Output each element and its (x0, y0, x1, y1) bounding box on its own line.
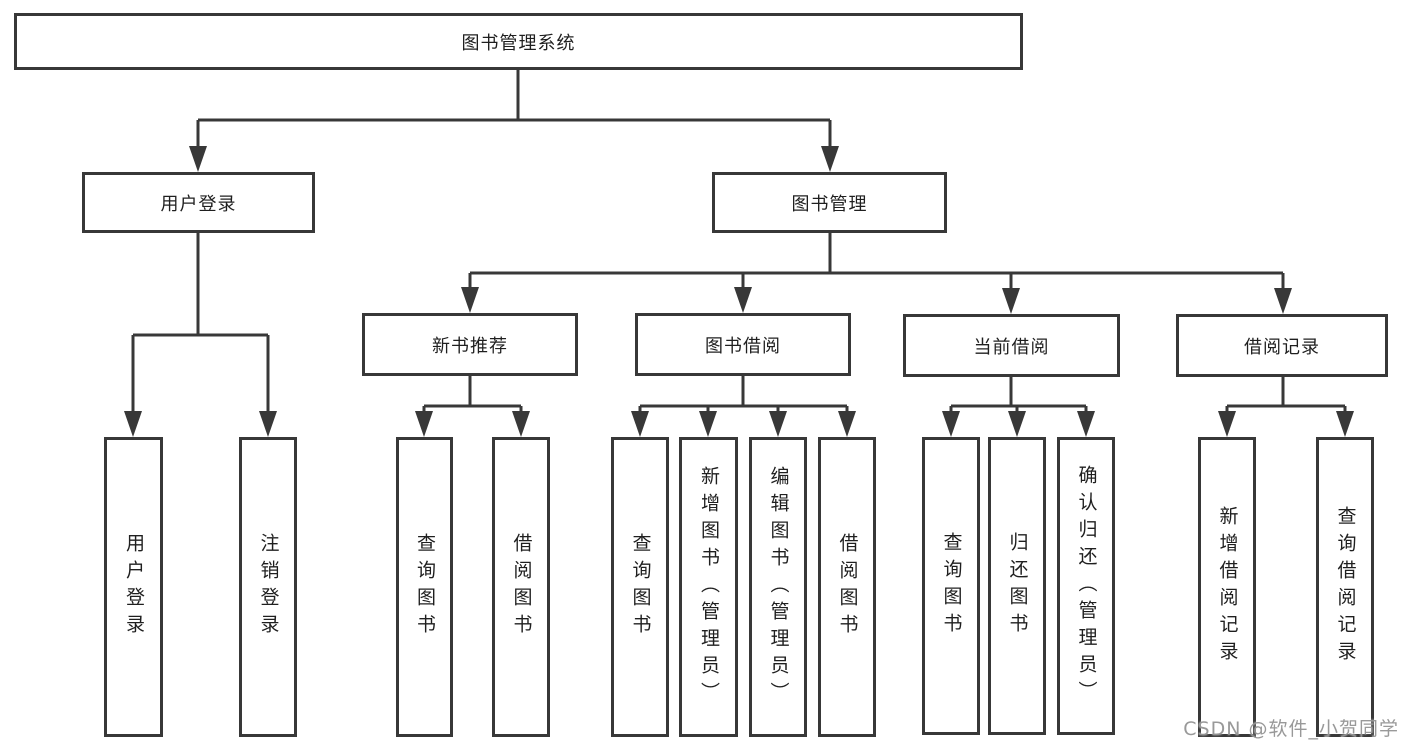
node-label: 新增借阅记录 (1216, 506, 1239, 668)
node-borrowing-records: 借阅记录 (1176, 314, 1388, 377)
node-label: 图书借阅 (705, 335, 781, 357)
node-label: 查询图书 (414, 533, 436, 641)
node-label: 借阅记录 (1244, 336, 1320, 358)
node-label: 图书管理 (791, 193, 868, 215)
node-new-book-recommend: 新书推荐 (362, 313, 578, 376)
node-leaf-add-borrow-record: 新增借阅记录 (1198, 437, 1256, 737)
node-leaf-edit-books-admin: 编辑图书（管理员） (749, 437, 807, 737)
node-leaf-logout: 注销登录 (239, 437, 297, 737)
node-label: 新增图书（管理员） (698, 465, 720, 709)
node-leaf-query-borrow-record: 查询借阅记录 (1316, 437, 1374, 737)
node-label: 查询借阅记录 (1334, 506, 1357, 668)
node-leaf-query-books-current: 查询图书 (922, 437, 980, 735)
node-label: 借阅图书 (510, 533, 533, 641)
node-leaf-add-books-admin: 新增图书（管理员） (679, 437, 738, 737)
node-label: 注销登录 (257, 533, 280, 641)
node-label: 用户登录 (123, 533, 145, 641)
node-leaf-user-login: 用户登录 (104, 437, 163, 737)
node-leaf-return-books: 归还图书 (988, 437, 1046, 735)
node-leaf-borrow-books: 借阅图书 (818, 437, 876, 737)
node-label: 图书管理系统 (461, 32, 576, 54)
node-leaf-borrow-books-recommend: 借阅图书 (492, 437, 550, 737)
node-label: 查询图书 (629, 533, 652, 641)
csdn-watermark: CSDN @软件_小贺同学 (1183, 718, 1399, 740)
node-book-borrowing: 图书借阅 (635, 313, 851, 376)
node-leaf-confirm-return-admin: 确认归还（管理员） (1057, 437, 1115, 735)
node-label: 归还图书 (1006, 532, 1029, 640)
arrowhead-icons (124, 146, 1354, 437)
node-label: 借阅图书 (836, 533, 859, 641)
node-leaf-query-books-recommend: 查询图书 (396, 437, 453, 737)
node-label: 新书推荐 (432, 335, 508, 357)
node-library-management-system: 图书管理系统 (14, 13, 1023, 70)
node-label: 用户登录 (160, 193, 237, 215)
node-label: 当前借阅 (973, 336, 1050, 358)
node-label: 确认归还（管理员） (1075, 464, 1098, 708)
node-leaf-query-books-borrowing: 查询图书 (611, 437, 669, 737)
node-user-login: 用户登录 (82, 172, 315, 233)
node-book-management: 图书管理 (712, 172, 947, 233)
node-label: 查询图书 (940, 532, 963, 640)
node-current-borrowing: 当前借阅 (903, 314, 1120, 377)
node-label: 编辑图书（管理员） (767, 465, 790, 709)
